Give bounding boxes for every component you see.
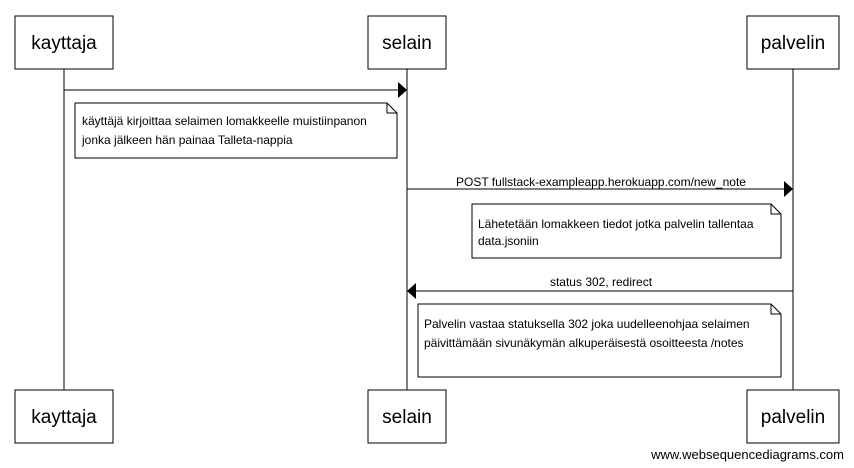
note-user-writes: käyttäjä kirjoittaa selaimen lomakkeelle… (74, 102, 398, 159)
message-status-302: status 302, redirect (407, 275, 793, 299)
actor-label: palvelin (761, 33, 825, 54)
actor-label: kayttaja (31, 407, 97, 428)
actor-kayttaja-bottom: kayttaja (14, 389, 114, 444)
actor-label: selain (382, 33, 432, 54)
actor-label: palvelin (761, 407, 825, 428)
note-line: data.jsoniin (478, 234, 539, 248)
footer-credit[interactable]: www.websequencediagrams.com (651, 447, 844, 462)
actor-selain-top: selain (367, 15, 447, 70)
message-label: status 302, redirect (550, 275, 653, 289)
actor-kayttaja-top: kayttaja (14, 15, 114, 70)
note-line: Lähetetään lomakkeen tiedot jotka palvel… (478, 217, 754, 231)
actor-label: kayttaja (31, 33, 97, 54)
note-line: käyttäjä kirjoittaa selaimen lomakkeelle… (82, 114, 367, 128)
message-label: POST fullstack-exampleapp.herokuapp.com/… (456, 175, 746, 189)
note-line: jonka jälkeen hän painaa Talleta-nappia (81, 133, 293, 147)
note-line: Palvelin vastaa statuksella 302 joka uud… (424, 317, 750, 331)
note-redirect: Palvelin vastaa statuksella 302 joka uud… (417, 303, 782, 378)
message-kayttaja-to-selain (64, 82, 407, 98)
actor-label: selain (382, 407, 432, 428)
arrowhead (398, 82, 407, 98)
note-line: päivittämään sivunäkymän alkuperäisestä … (424, 336, 744, 350)
message-post-new-note: POST fullstack-exampleapp.herokuapp.com/… (407, 175, 793, 197)
arrowhead (784, 181, 793, 197)
actor-selain-bottom: selain (367, 389, 447, 444)
arrowhead (407, 283, 416, 299)
note-server-saves: Lähetetään lomakkeen tiedot jotka palvel… (471, 203, 782, 259)
actor-palvelin-bottom: palvelin (746, 389, 840, 444)
actor-palvelin-top: palvelin (746, 15, 840, 70)
